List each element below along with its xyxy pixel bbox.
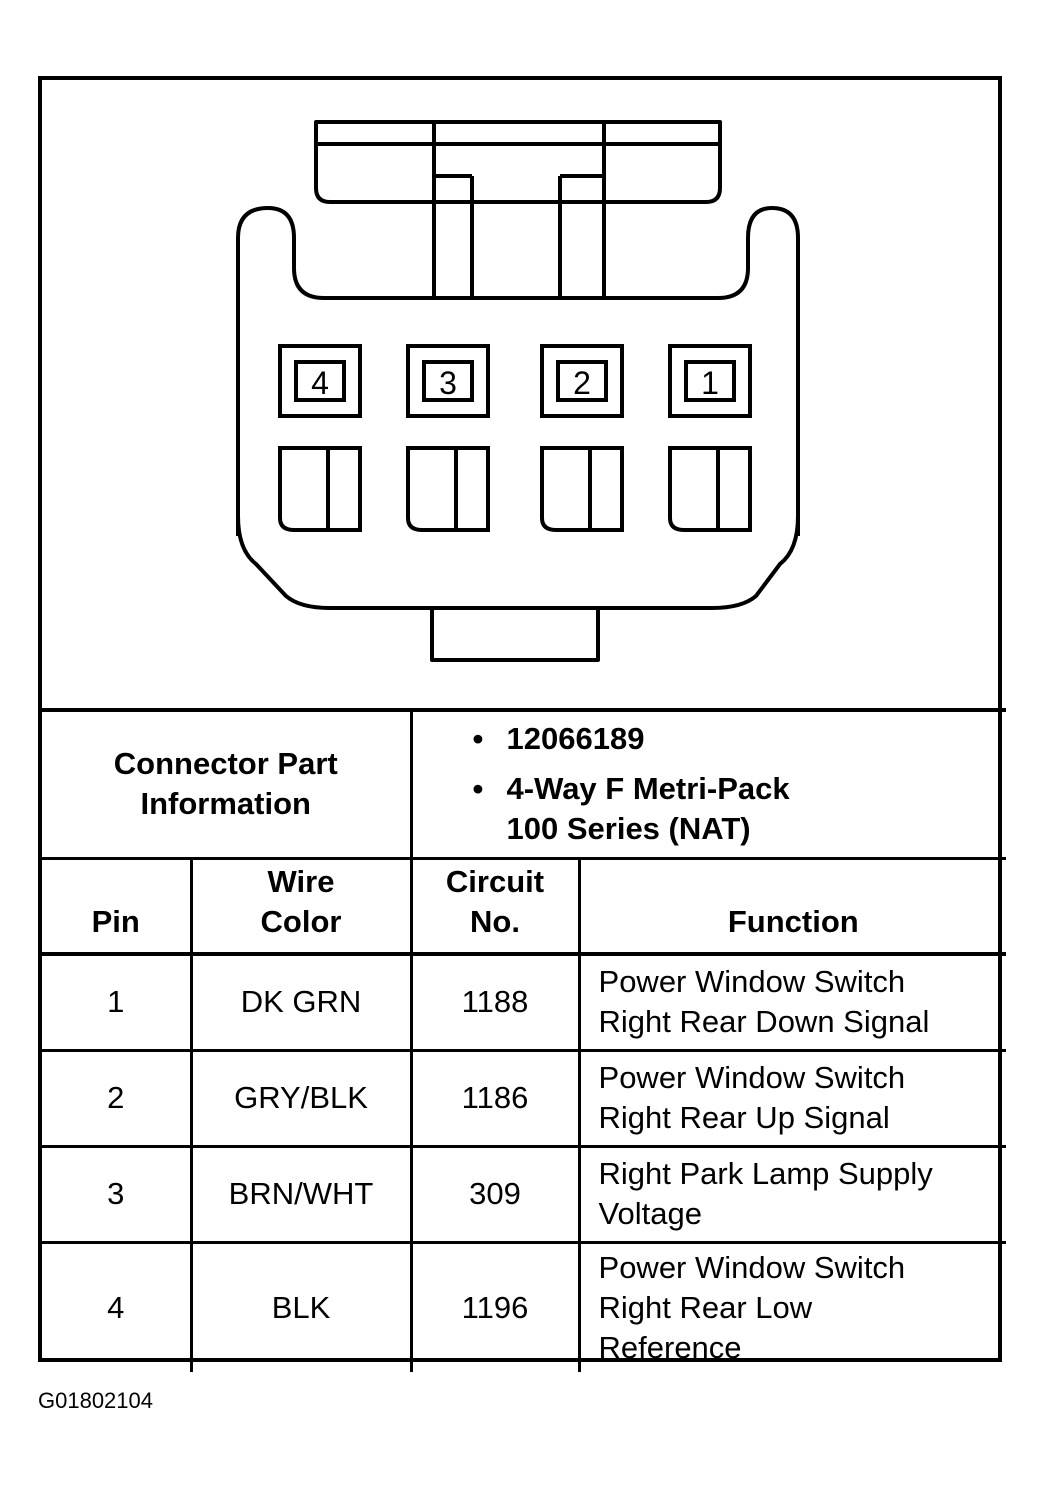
part-description: • 4-Way F Metri-Pack 100 Series (NAT) <box>472 771 790 847</box>
function-line: Power Window Switch <box>598 964 906 1000</box>
cavity-label: 4 <box>311 365 329 401</box>
cavity-4: 4 <box>278 344 362 532</box>
cavity-label: 2 <box>573 365 591 401</box>
circuit-cell: 1196 <box>409 1240 581 1372</box>
function-line: Right Rear Low <box>598 1289 813 1325</box>
function-line: Voltage <box>598 1196 702 1231</box>
wire-color-cell: DK GRN <box>189 952 413 1052</box>
wire-color-cell: BLK <box>189 1240 413 1372</box>
pin-cell: 4 <box>42 1240 193 1372</box>
pin-cell: 1 <box>42 952 193 1052</box>
function-line: Power Window Switch <box>598 1060 906 1095</box>
circuit-cell: 1186 <box>409 1048 581 1148</box>
terminal-slot <box>278 446 362 532</box>
connector-body <box>236 206 800 536</box>
cavity-1: 1 <box>668 344 752 532</box>
terminal-slot <box>540 446 624 532</box>
header-pin: Pin <box>42 856 193 954</box>
header-function: Function <box>577 856 1007 954</box>
header-wire-color: Wire Color <box>189 856 413 954</box>
part-info-row: Connector Part Information • 12066189 • … <box>42 708 1007 860</box>
figure-id: G01802104 <box>38 1388 153 1413</box>
header-row: Pin Wire Color Circuit No. Function <box>42 856 1007 954</box>
connector-key <box>430 608 600 662</box>
wire-color-cell: GRY/BLK <box>189 1048 413 1148</box>
pin-cell: 2 <box>42 1048 193 1148</box>
connector-body-lower <box>236 515 800 610</box>
connector-face-drawing: 4 3 2 1 <box>236 120 800 662</box>
cavity-2: 2 <box>540 344 624 532</box>
function-line: Right Rear Down Signal <box>598 1004 930 1040</box>
circuit-cell: 309 <box>409 1144 581 1244</box>
header-circuit: Circuit No. <box>409 856 581 954</box>
pinout-table: Connector Part Information • 12066189 • … <box>42 708 1007 1372</box>
part-number: • 12066189 <box>472 721 645 757</box>
terminal-slot <box>668 446 752 532</box>
function-line: Right Park Lamp Supply <box>598 1156 933 1191</box>
cavity-label: 3 <box>439 365 457 401</box>
circuit-cell: 1188 <box>409 952 581 1052</box>
wire-color-cell: BRN/WHT <box>189 1144 413 1244</box>
part-info-label: Connector Part Information <box>42 708 413 860</box>
function-line: Right Rear Up Signal <box>598 1100 890 1135</box>
cavity-label: 1 <box>701 365 719 401</box>
pin-cell: 3 <box>42 1144 193 1244</box>
function-line: Power Window Switch <box>598 1249 906 1285</box>
cavity-3: 3 <box>406 344 490 532</box>
part-info-values: • 12066189 • 4-Way F Metri-Pack 100 Seri… <box>409 708 1007 860</box>
connector-latch <box>314 120 722 204</box>
function-line: Reference <box>598 1329 742 1365</box>
terminal-slot <box>406 446 490 532</box>
